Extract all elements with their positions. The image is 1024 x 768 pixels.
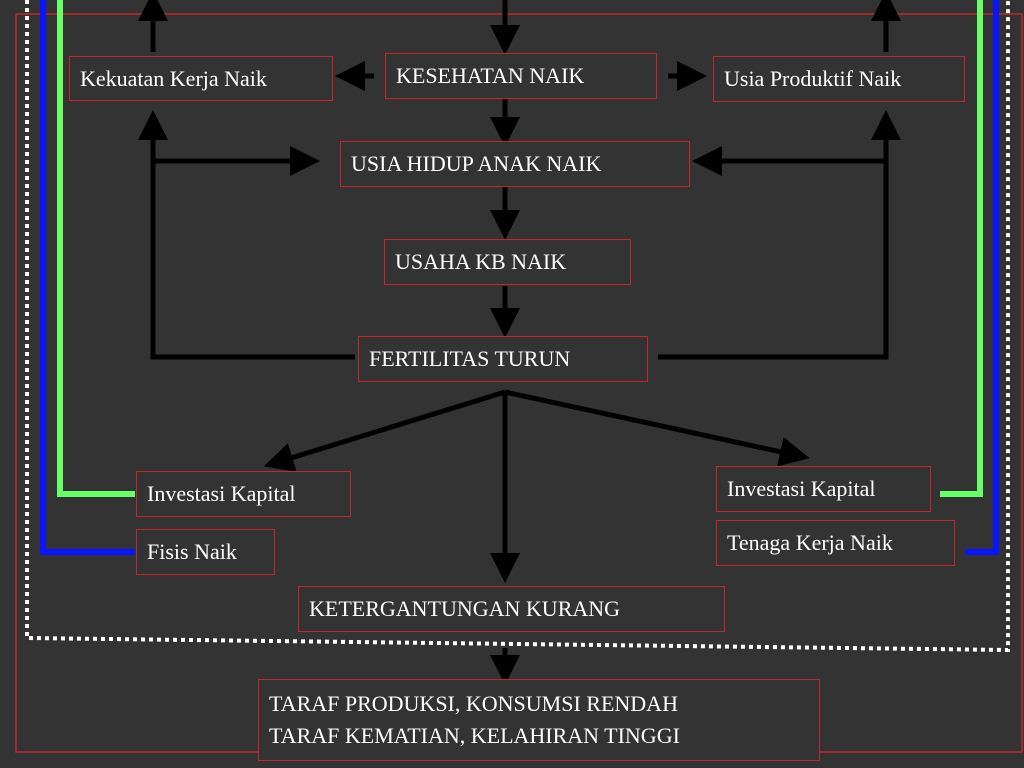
node-fisis-naik: Fisis Naik: [136, 529, 275, 575]
node-kesehatan: KESEHATAN NAIK: [385, 53, 657, 99]
taraf-line-2: TARAF KEMATIAN, KELAHIRAN TINGGI: [269, 723, 680, 748]
node-ketergantungan: KETERGANTUNGAN KURANG: [298, 586, 725, 632]
node-investasi-kapital-left: Investasi Kapital: [136, 471, 351, 517]
node-fertilitas: FERTILITAS TURUN: [358, 336, 648, 382]
arrow-fert-investasi-kiri: [263, 389, 506, 472]
arrow-fert-investasi-kanan: [504, 389, 810, 467]
dotted-frame: [25, 0, 1010, 653]
node-tenaga-kerja: Tenaga Kerja Naik: [716, 520, 955, 566]
blue-loop-left: [40, 0, 135, 555]
green-loop-left: [57, 0, 135, 497]
blue-loop-right: [965, 0, 999, 555]
node-taraf: TARAF PRODUKSI, KONSUMSI RENDAH TARAF KE…: [258, 679, 820, 761]
green-loop-right: [940, 0, 983, 497]
node-usaha-kb: USAHA KB NAIK: [384, 239, 631, 285]
node-kekuatan-kerja: Kekuatan Kerja Naik: [69, 56, 333, 101]
arrow-fert-left-loop: [138, 110, 355, 360]
taraf-line-1: TARAF PRODUKSI, KONSUMSI RENDAH: [269, 691, 678, 716]
node-usia-produktif: Usia Produktif Naik: [713, 56, 965, 102]
node-usia-hidup-anak: USIA HIDUP ANAK NAIK: [340, 141, 690, 187]
node-investasi-kapital-right: Investasi Kapital: [716, 466, 931, 512]
arrow-fert-right-loop: [658, 110, 901, 360]
